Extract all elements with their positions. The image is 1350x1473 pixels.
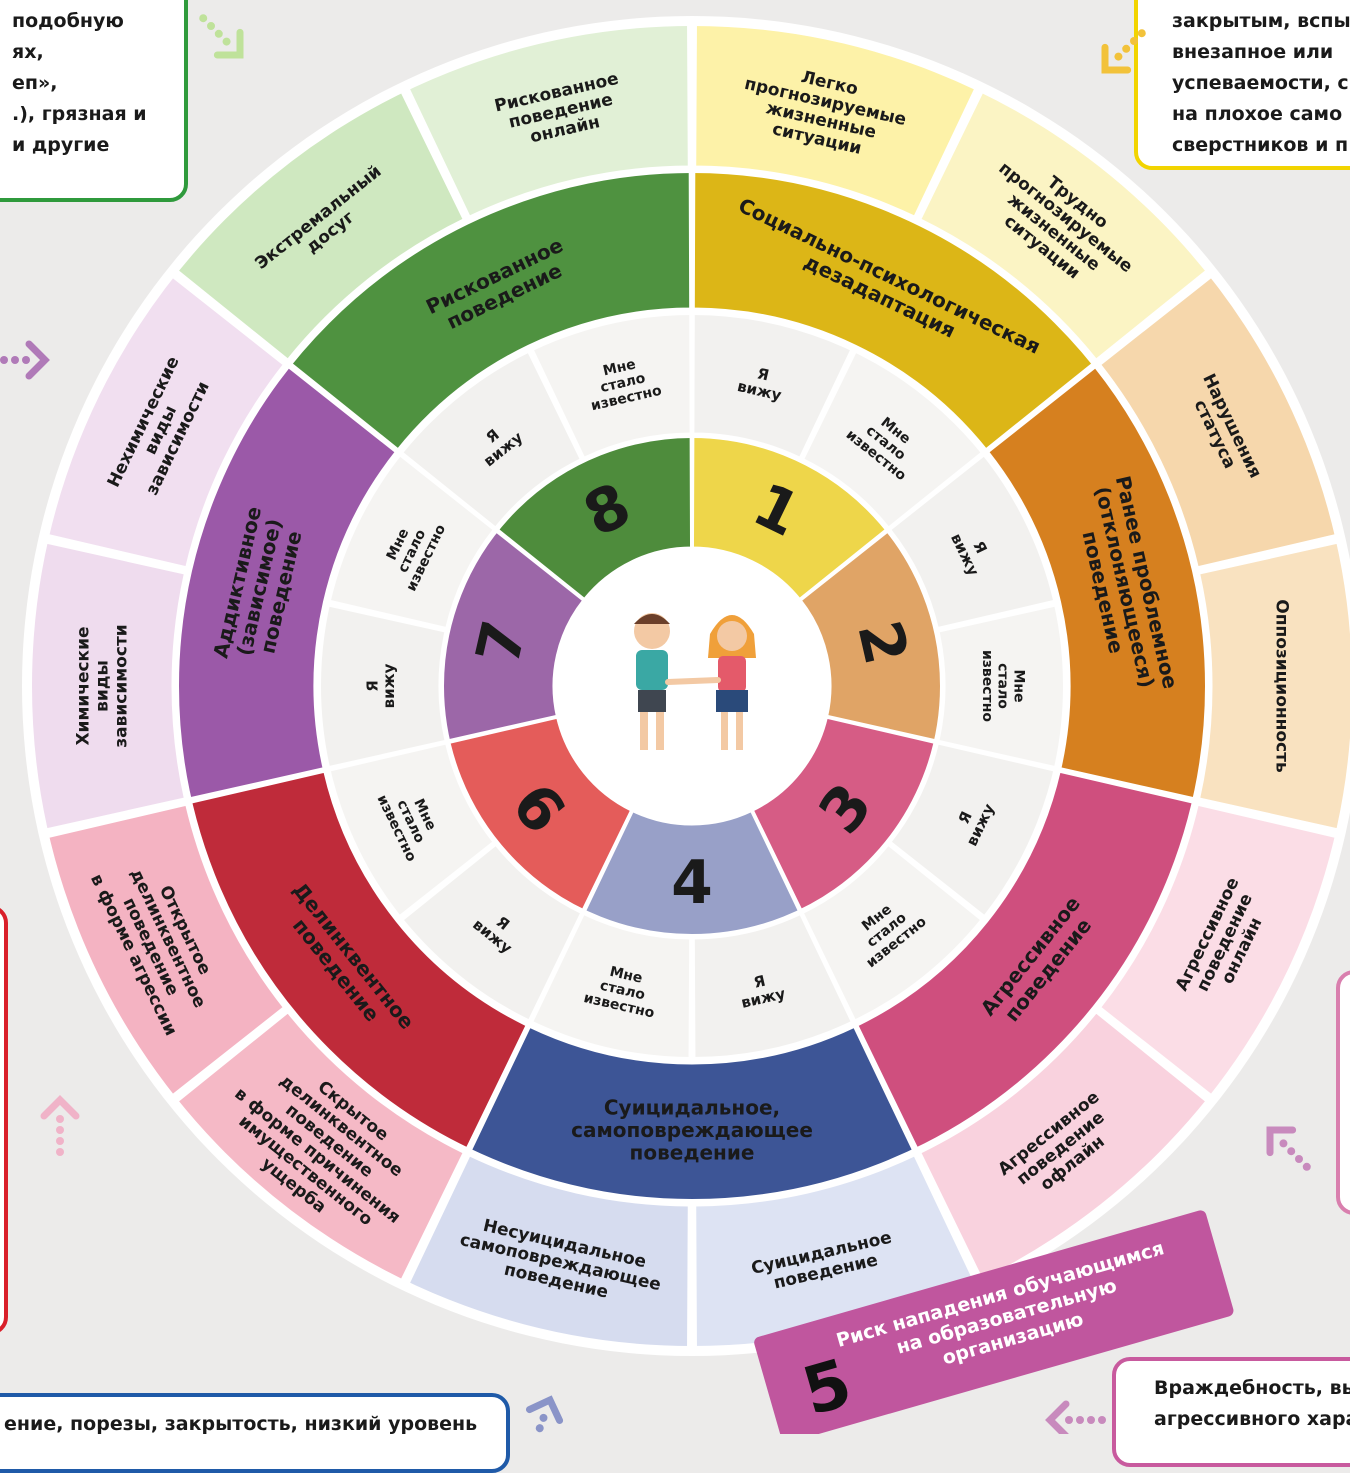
dotted-arrow-icon <box>0 340 50 380</box>
dotted-arrow-icon <box>40 1095 80 1156</box>
note-line: Враждебность, вы <box>1154 1377 1350 1399</box>
dotted-arrow-icon <box>199 14 244 59</box>
note-green: подобную ях, еп», .), грязная и и другие <box>0 0 188 202</box>
note-line: на плохое само <box>1172 103 1343 125</box>
ring-divider <box>440 434 944 938</box>
note-line: и другие <box>12 134 110 156</box>
outer-subtype-label: Суицидальноеповедение <box>749 1228 897 1298</box>
ring-divider <box>28 22 1350 1350</box>
center-disc <box>554 548 830 824</box>
outer-subtype-label: Химическиевидызависимости <box>73 624 131 747</box>
note-line: еп», <box>12 72 58 94</box>
ring-divider <box>317 311 1067 1061</box>
dotted-arrow-icon <box>1266 1126 1311 1171</box>
note-line: подобную <box>12 10 124 32</box>
children-illustration <box>634 613 756 750</box>
banner-background <box>754 1210 1234 1434</box>
behavior-type-label: Аддиктивное(зависимое)поведение <box>208 504 310 670</box>
note-line: сверстников и п <box>1172 134 1349 156</box>
outer-subtype-label: Оппозиционность <box>1272 599 1292 772</box>
note-line: внезапное или <box>1172 41 1334 63</box>
behavior-wheel: ЛегкопрогнозируемыежизненныеситуацииТруд… <box>0 14 1350 1434</box>
known-label: Мнесталоизвестно <box>582 959 663 1021</box>
note-line: ях, <box>12 41 44 63</box>
sector-number: 4 <box>671 848 713 918</box>
ring-divider <box>175 169 1209 1203</box>
observe-label: Явижу <box>363 663 398 708</box>
note-yellow: закрытым, вспы внезапное или успеваемост… <box>1134 0 1350 170</box>
known-label: Мнесталоизвестно <box>844 889 930 971</box>
note-line: успеваемости, с <box>1172 72 1349 94</box>
dotted-arrow-icon <box>525 1395 564 1433</box>
note-line: ение, порезы, закрытость, низкий уровень <box>4 1413 478 1435</box>
dotted-arrow-icon <box>1101 29 1146 74</box>
dotted-arrow-icon <box>1045 1400 1106 1434</box>
known-label: Мнесталоизвестно <box>979 650 1026 722</box>
note-line: агрессивного хара <box>1154 1408 1350 1430</box>
note-line: закрытым, вспы <box>1172 10 1350 32</box>
note-line: .), грязная и <box>12 103 147 125</box>
